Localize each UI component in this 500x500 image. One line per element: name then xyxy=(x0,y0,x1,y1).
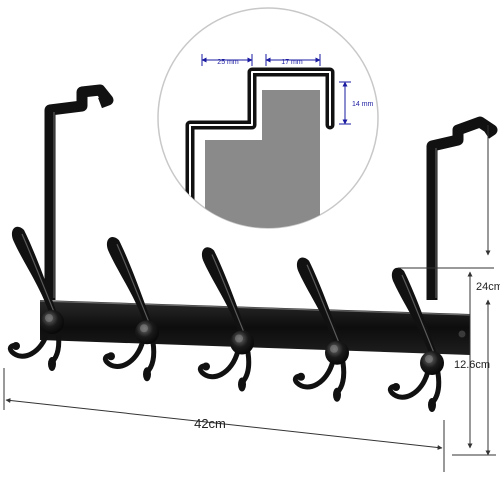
dim-14mm-label: 14 mm xyxy=(352,101,374,108)
coat-hook xyxy=(102,237,159,382)
height-total-label: 24cm xyxy=(476,281,500,293)
width-label: 42cm xyxy=(194,416,226,431)
right-door-bracket xyxy=(426,116,498,300)
dimension-width: 42cm xyxy=(3,368,445,472)
detail-inset: 25 mm 17 mm 14 mm xyxy=(157,7,379,229)
coat-hook xyxy=(7,226,64,371)
dimension-height-hook: 12.6cm xyxy=(452,271,496,456)
hooks-group xyxy=(7,226,444,412)
height-hook-label: 12.6cm xyxy=(454,359,490,371)
coat-hook xyxy=(292,257,349,402)
dimension-height-total: 24cm xyxy=(398,125,500,456)
door-profile xyxy=(205,90,320,228)
left-door-bracket xyxy=(44,84,114,300)
dim-17mm-label: 17 mm xyxy=(281,59,303,66)
coat-hook xyxy=(197,247,254,392)
dim-25mm-label: 25 mm xyxy=(217,59,239,66)
hook-bar xyxy=(39,300,471,355)
